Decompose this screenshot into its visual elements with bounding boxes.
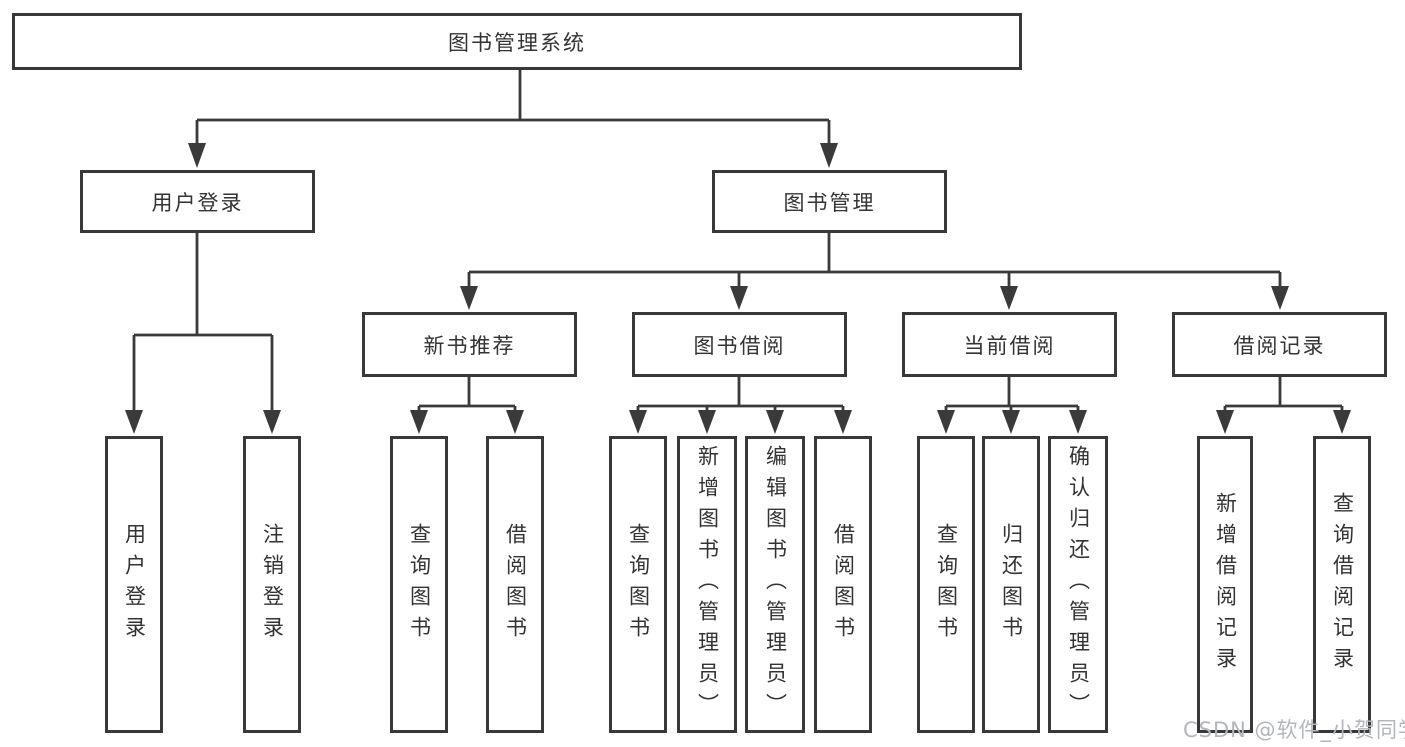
leaf-recommend-borrow-book: 借阅图书 <box>486 436 544 733</box>
connector-recommend-to-leaves <box>410 377 524 434</box>
leaf-recommend-query-book: 查询图书 <box>390 436 448 733</box>
node-book-borrow-label: 图书借阅 <box>693 333 786 358</box>
node-root: 图书管理系统 <box>12 13 1022 70</box>
leaf-user-login-label: 用户登录 <box>122 522 147 647</box>
leaf-recommend-query-book-label: 查询图书 <box>407 522 432 647</box>
leaf-records-query-record-label: 查询借阅记录 <box>1330 491 1355 678</box>
node-user-login: 用户登录 <box>80 170 315 233</box>
node-current-borrow: 当前借阅 <box>902 312 1117 377</box>
node-current-borrow-label: 当前借阅 <box>963 333 1056 358</box>
connector-records-to-leaves <box>1216 377 1351 434</box>
node-book-mgmt-label: 图书管理 <box>783 190 876 215</box>
node-new-book-recommend: 新书推荐 <box>362 312 577 377</box>
node-book-borrow: 图书借阅 <box>632 312 847 377</box>
node-root-label: 图书管理系统 <box>448 30 586 55</box>
leaf-borrow-edit-book-admin-label: 编辑图书（管理员） <box>763 445 788 724</box>
leaf-logout-label: 注销登录 <box>260 522 285 647</box>
connector-current-to-leaves <box>937 377 1087 434</box>
leaf-borrow-add-book-admin-label: 新增图书（管理员） <box>695 445 720 724</box>
leaf-borrow-query-book-label: 查询图书 <box>626 522 651 647</box>
leaf-records-query-record: 查询借阅记录 <box>1313 436 1371 733</box>
leaf-borrow-borrow-book-label: 借阅图书 <box>831 522 856 647</box>
leaf-records-add-record-label: 新增借阅记录 <box>1213 491 1238 678</box>
connector-borrow-to-leaves <box>629 377 852 434</box>
connector-mgmt-to-level3 <box>460 233 1289 310</box>
connector-root-to-level2 <box>188 70 838 168</box>
node-borrow-records-label: 借阅记录 <box>1233 333 1326 358</box>
leaf-logout: 注销登录 <box>243 436 301 733</box>
leaf-current-confirm-return-admin: 确认归还（管理员） <box>1048 436 1108 733</box>
leaf-current-return-book-label: 归还图书 <box>999 522 1024 647</box>
connector-login-to-leaves <box>125 233 281 434</box>
node-user-login-label: 用户登录 <box>151 190 244 215</box>
leaf-borrow-edit-book-admin: 编辑图书（管理员） <box>745 436 805 733</box>
leaf-borrow-borrow-book: 借阅图书 <box>814 436 872 733</box>
leaf-current-confirm-return-admin-label: 确认归还（管理员） <box>1066 445 1091 724</box>
csdn-watermark: CSDN @软件_小贺同学 <box>1183 718 1405 742</box>
leaf-borrow-query-book: 查询图书 <box>609 436 667 733</box>
node-new-book-recommend-label: 新书推荐 <box>423 333 516 358</box>
leaf-recommend-borrow-book-label: 借阅图书 <box>503 522 528 647</box>
leaf-current-return-book: 归还图书 <box>982 436 1040 733</box>
leaf-current-query-book-label: 查询图书 <box>934 522 959 647</box>
leaf-current-query-book: 查询图书 <box>917 436 975 733</box>
node-book-mgmt: 图书管理 <box>712 170 947 233</box>
leaf-borrow-add-book-admin: 新增图书（管理员） <box>677 436 737 733</box>
leaf-records-add-record: 新增借阅记录 <box>1197 436 1253 733</box>
node-borrow-records: 借阅记录 <box>1172 312 1387 377</box>
leaf-user-login: 用户登录 <box>105 436 163 733</box>
